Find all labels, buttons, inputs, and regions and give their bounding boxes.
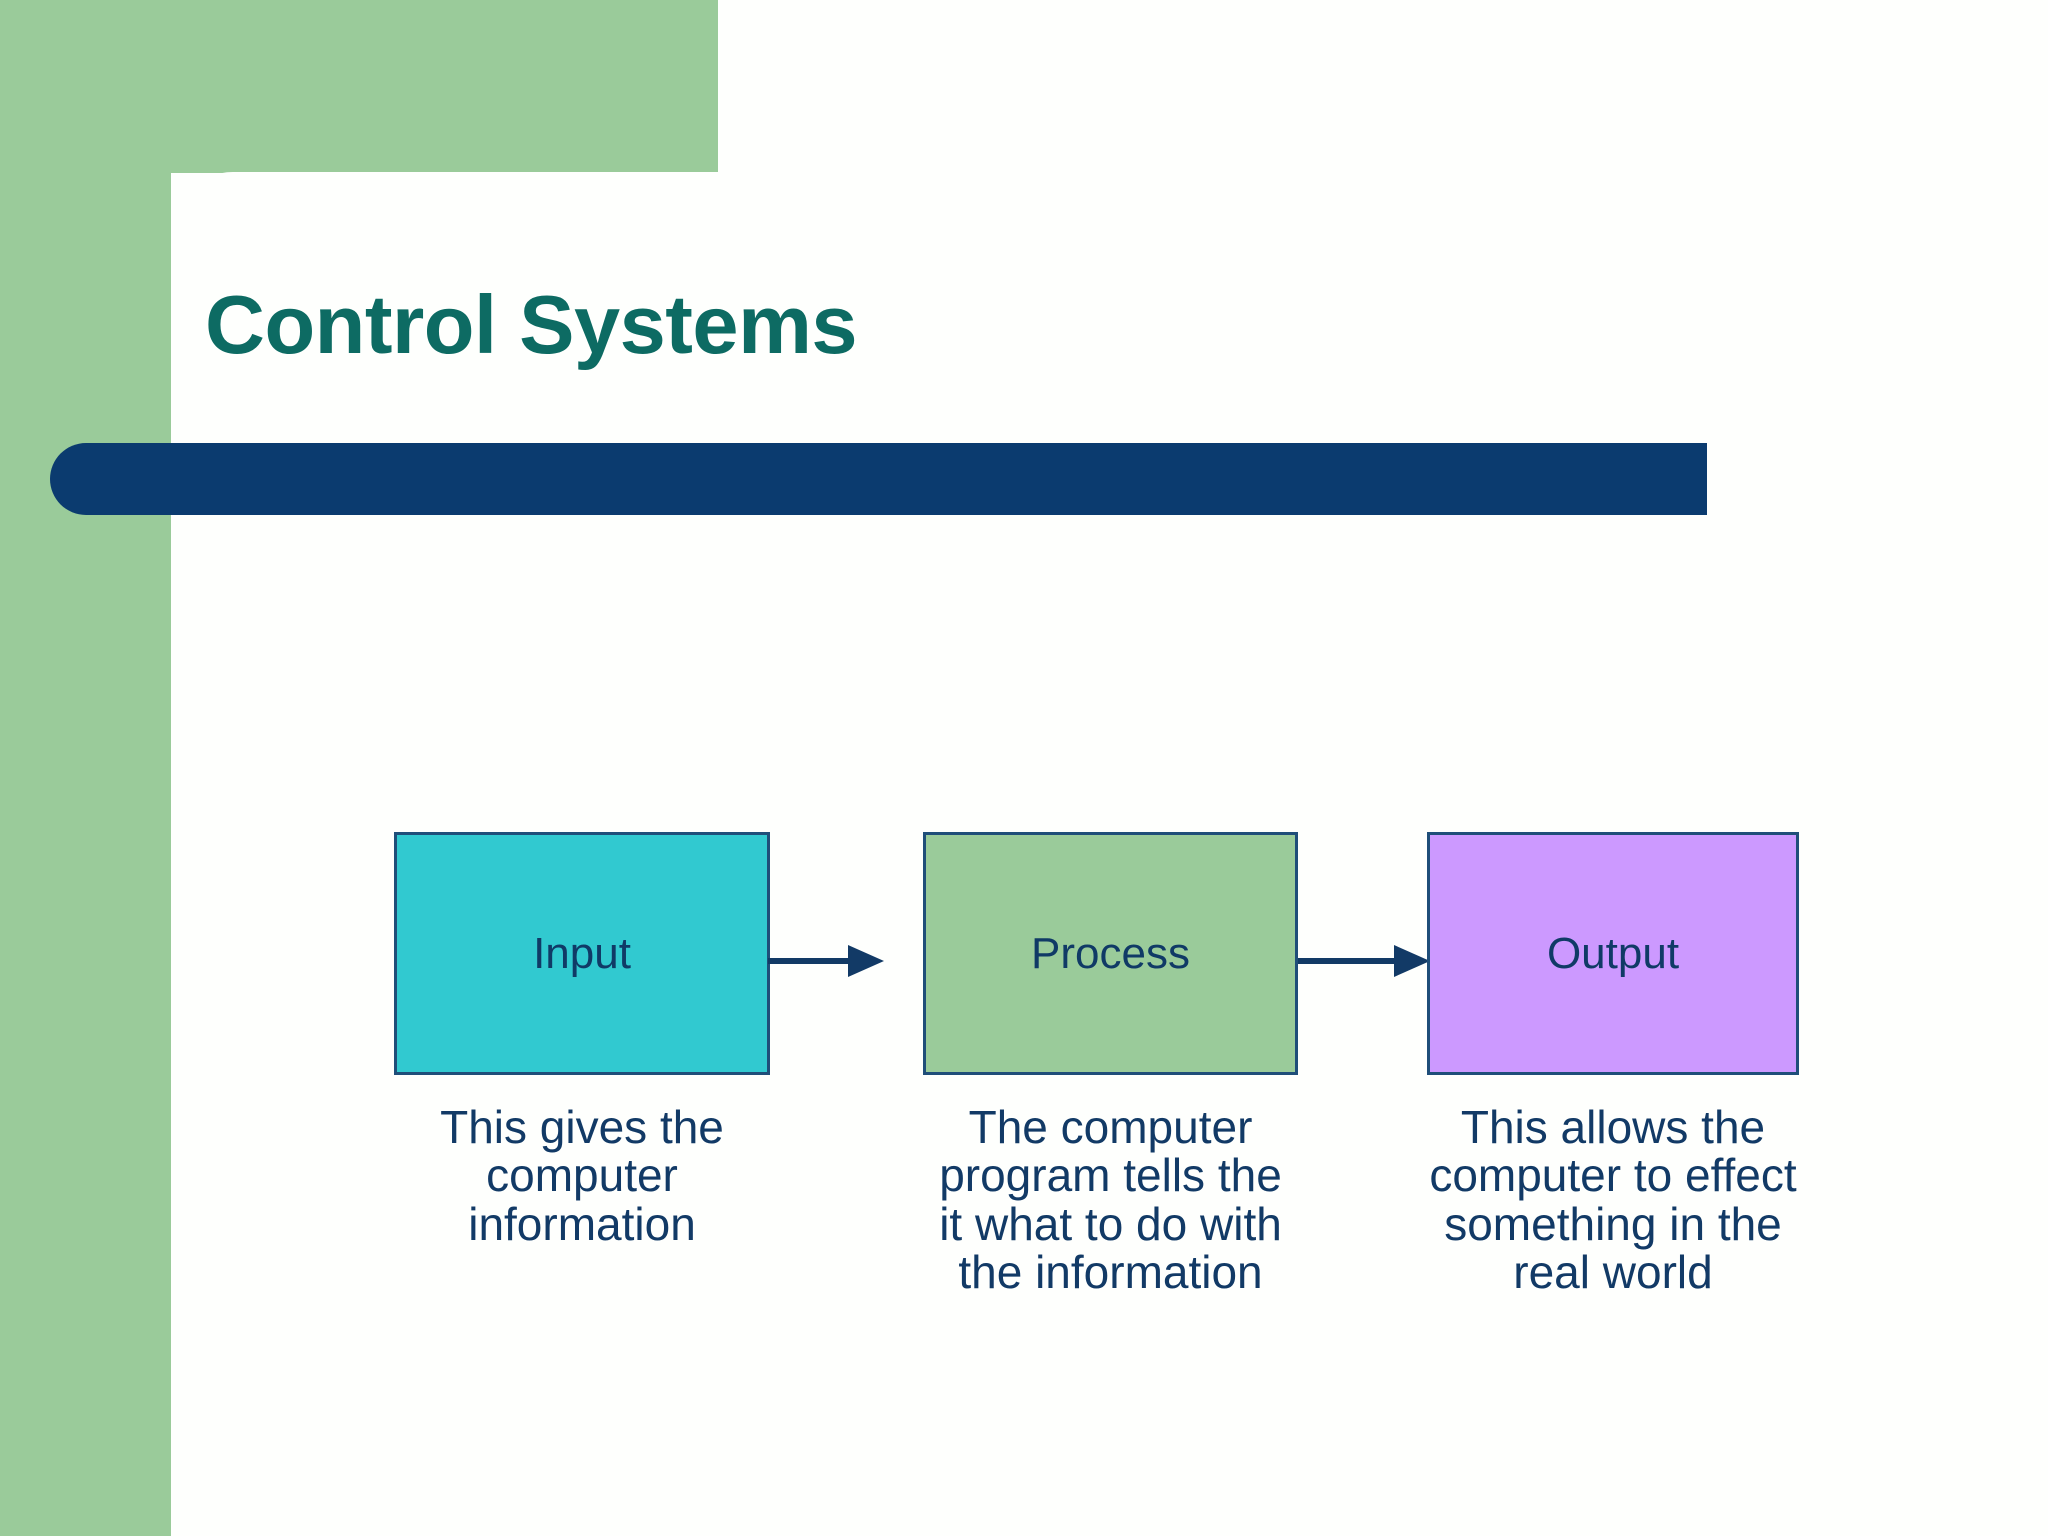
- green-sidebar-decoration: [0, 0, 171, 1536]
- flow-box-process-label: Process: [1031, 928, 1190, 978]
- flow-node-process: Process The computer program tells the i…: [923, 832, 1298, 1296]
- flow-caption-process: The computer program tells the it what t…: [939, 1101, 1282, 1298]
- title-accent-bar: [50, 443, 1707, 515]
- page-title: Control Systems: [205, 278, 858, 371]
- green-header-block-decoration: [0, 0, 718, 173]
- flow-box-input-label: Input: [533, 928, 631, 978]
- arrow-right-icon: [768, 945, 884, 977]
- flow-node-input: Input This gives the computer informatio…: [394, 832, 770, 1248]
- flow-box-input: Input: [394, 832, 770, 1075]
- flow-box-output-label: Output: [1546, 928, 1680, 978]
- flow-caption-output: This allows the computer to effect somet…: [1429, 1101, 1797, 1298]
- flow-caption-input: This gives the computer information: [440, 1101, 724, 1250]
- arrow-right-icon: [1298, 945, 1430, 977]
- flow-box-process: Process: [923, 832, 1298, 1075]
- flow-node-output: Output This allows the computer to effec…: [1427, 832, 1799, 1296]
- flow-box-output: Output: [1427, 832, 1799, 1075]
